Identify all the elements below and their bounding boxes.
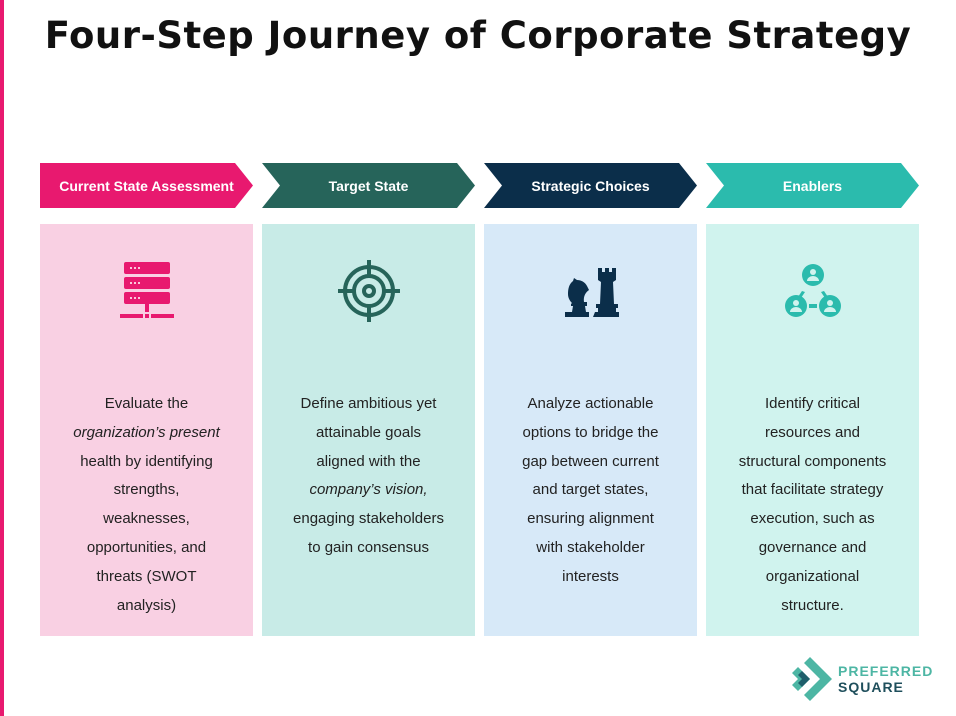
description-line: strengths, — [40, 476, 253, 505]
step-header-arrow: Target State — [262, 163, 475, 208]
description-text: and target states, — [532, 481, 649, 499]
server-icon — [40, 260, 253, 322]
logo-icon — [792, 657, 832, 701]
step-description: Define ambitious yet attainable goals alig… — [262, 390, 475, 563]
description-text: organization’s present — [73, 423, 220, 441]
description-line: opportunities, and — [40, 534, 253, 563]
step-card: Define ambitious yet attainable goals alig… — [262, 224, 475, 636]
step-column: Target State Define ambitious yet attaina… — [262, 163, 475, 636]
description-text: strengths, — [113, 481, 180, 499]
description-text: analysis) — [116, 596, 177, 614]
description-text: to gain consensus — [308, 538, 429, 556]
description-line: Define ambitious yet — [262, 390, 475, 419]
description-line: aligned with the — [262, 448, 475, 477]
description-text: with stakeholder — [536, 538, 645, 556]
step-label: Current State Assessment — [59, 177, 234, 194]
description-text: organizational — [765, 567, 860, 585]
description-line: health by identifying — [40, 448, 253, 477]
description-text: Define ambitious yet — [300, 395, 437, 412]
logo-text-line1: PREFERRED — [838, 663, 934, 679]
step-label: Strategic Choices — [531, 177, 650, 194]
description-text: health by identifying — [80, 452, 213, 470]
accent-bar — [0, 0, 4, 716]
description-text: company’s vision, — [309, 481, 428, 499]
description-line: governance and — [706, 534, 919, 563]
description-text: governance and — [758, 538, 867, 556]
description-line: gap between current — [484, 448, 697, 477]
description-line: attainable goals — [262, 419, 475, 448]
description-text: threats (SWOT — [96, 567, 197, 585]
team-network-icon — [706, 260, 919, 322]
description-line: organization’s present — [40, 419, 253, 448]
step-description: Evaluate the organization’s present health… — [40, 390, 253, 620]
description-text: options to bridge the — [522, 423, 659, 441]
step-card: Identify critical resources and structural… — [706, 224, 919, 636]
page-title: Four-Step Journey of Corporate Strategy — [44, 14, 912, 57]
description-text: ensuring alignment — [527, 510, 654, 528]
description-text: attainable goals — [315, 423, 422, 441]
logo-text-line2: SQUARE — [838, 679, 904, 695]
description-line: resources and — [706, 419, 919, 448]
description-text: gap between current — [522, 452, 659, 470]
description-line: to gain consensus — [262, 534, 475, 563]
step-header-arrow: Current State Assessment — [40, 163, 253, 208]
description-line: weaknesses, — [40, 505, 253, 534]
description-line: Identify critical — [706, 390, 919, 419]
target-icon — [262, 260, 475, 322]
description-line: and target states, — [484, 476, 697, 505]
description-line: company’s vision, — [262, 476, 475, 505]
step-description: Analyze actionable options to bridge the g… — [484, 390, 697, 592]
step-header-arrow: Strategic Choices — [484, 163, 697, 208]
step-label: Enablers — [782, 177, 843, 194]
description-line: that facilitate strategy — [706, 476, 919, 505]
description-line: threats (SWOT — [40, 563, 253, 592]
description-line: Analyze actionable — [484, 390, 697, 419]
step-column: Enablers Identify critical resources and s… — [706, 163, 919, 636]
description-line: execution, such as — [706, 505, 919, 534]
step-card: Analyze actionable options to bridge the g… — [484, 224, 697, 636]
description-text: engaging stakeholders — [293, 510, 444, 528]
description-text: Identify critical — [764, 395, 861, 412]
description-line: organizational — [706, 563, 919, 592]
description-line: analysis) — [40, 592, 253, 621]
description-text: Analyze actionable — [527, 395, 654, 412]
description-line: with stakeholder — [484, 534, 697, 563]
description-line: structure. — [706, 592, 919, 621]
company-logo: PREFERRED SQUARE — [788, 657, 933, 701]
description-text: structure. — [781, 596, 844, 614]
description-line: options to bridge the — [484, 419, 697, 448]
description-line: Evaluate the — [40, 390, 253, 419]
step-card: Evaluate the organization’s present health… — [40, 224, 253, 636]
description-line: interests — [484, 563, 697, 592]
description-line: engaging stakeholders — [262, 505, 475, 534]
chess-icon — [484, 260, 697, 322]
description-text: resources and — [764, 423, 861, 441]
description-line: structural components — [706, 448, 919, 477]
description-text: opportunities, and — [86, 538, 207, 556]
description-text: interests — [562, 567, 619, 585]
description-text: execution, such as — [750, 510, 875, 528]
description-line: ensuring alignment — [484, 505, 697, 534]
step-description: Identify critical resources and structural… — [706, 390, 919, 620]
description-text: aligned with the — [316, 452, 421, 470]
description-text: structural components — [738, 452, 887, 470]
description-text: weaknesses, — [103, 510, 190, 528]
step-header-arrow: Enablers — [706, 163, 919, 208]
description-text: that facilitate strategy — [741, 481, 884, 499]
step-column: Strategic Choices Analyze actionable opti… — [484, 163, 697, 636]
step-label: Target State — [328, 177, 409, 194]
description-text: Evaluate the — [104, 395, 189, 412]
step-column: Current State Assessment Evaluate the org… — [40, 163, 253, 636]
